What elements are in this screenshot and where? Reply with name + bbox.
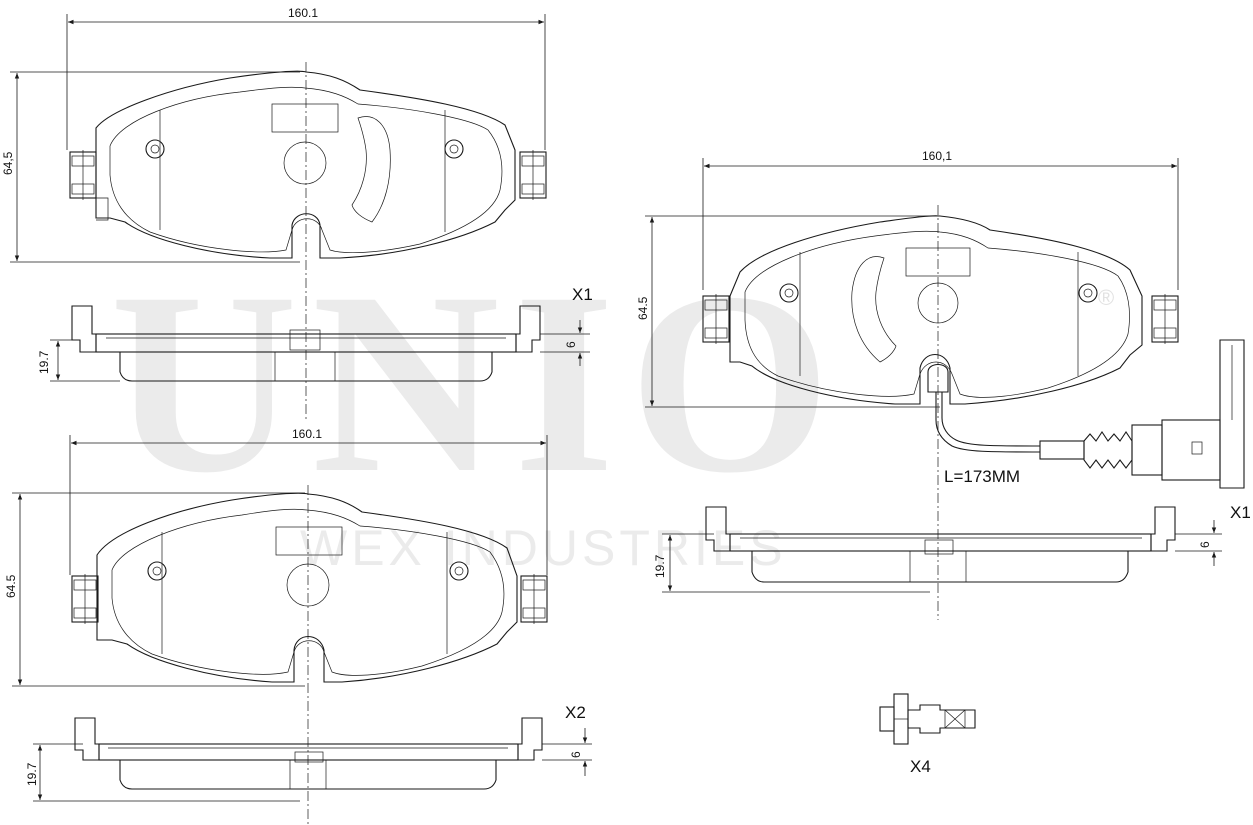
side-right: 19.7 6 <box>653 506 1222 593</box>
watermark: UNIO ® WEX INDUSTRIES <box>110 239 1114 576</box>
pad-right-width-dim: 160,1 <box>922 149 952 163</box>
side-top-left: 19.7 6 X1 <box>37 285 593 382</box>
pad-bottom-left-height-dim: 64.5 <box>4 574 18 598</box>
watermark-brand: UNIO <box>110 239 845 527</box>
bolt-quantity: X4 <box>910 757 931 776</box>
side-top-left-backplate-dim: 6 <box>564 341 578 348</box>
pad-top-left: 160.1 64,5 <box>1 6 547 420</box>
side-bottom-left-backplate-dim: 6 <box>569 751 583 758</box>
pad-bottom-left: 160.1 64.5 <box>4 427 548 825</box>
side-right-thickness-dim: 19.7 <box>653 554 667 578</box>
side-bottom-left-quantity: X2 <box>565 703 586 722</box>
bolt: X4 <box>879 693 976 776</box>
side-bottom-left: 19.7 6 X2 <box>25 703 592 802</box>
pad-top-left-height-dim: 64,5 <box>1 151 15 175</box>
watermark-subtitle: WEX INDUSTRIES <box>300 520 787 576</box>
watermark-registered-mark: ® <box>1098 285 1114 310</box>
pad-bottom-left-width-dim: 160.1 <box>292 427 322 441</box>
wear-sensor-length: L=173MM <box>944 467 1020 486</box>
wear-sensor-quantity: X1 <box>1230 503 1251 522</box>
pad-right-height-dim: 64.5 <box>636 296 650 320</box>
side-right-backplate-dim: 6 <box>1198 541 1212 548</box>
side-top-left-quantity: X1 <box>572 285 593 304</box>
pad-top-left-width-dim: 160.1 <box>288 6 318 20</box>
side-bottom-left-thickness-dim: 19.7 <box>25 762 39 786</box>
wear-sensor: L=173MM X1 <box>927 339 1251 522</box>
side-top-left-thickness-dim: 19.7 <box>37 350 51 374</box>
